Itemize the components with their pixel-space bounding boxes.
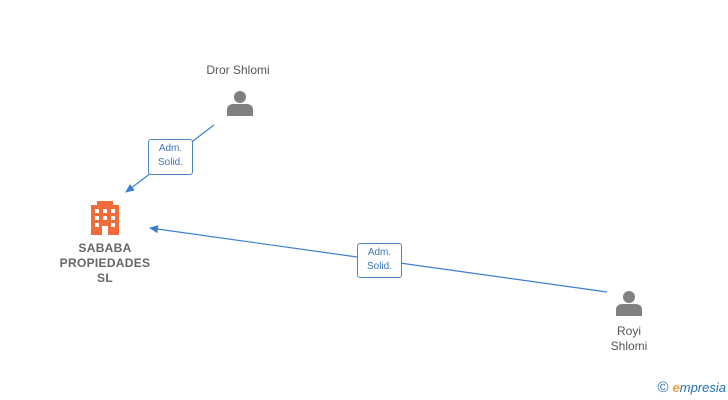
company-name[interactable]: SABABA PROPIEDADES SL [40, 241, 170, 286]
empresia-logo[interactable]: ©empresia [657, 379, 726, 396]
brand-first-letter: e [672, 380, 680, 395]
person-icon[interactable] [227, 91, 253, 116]
person-name-line: Shlomi [610, 339, 648, 353]
person-name-dror[interactable]: Dror Shlomi [206, 63, 270, 77]
company-name-line: SL [97, 271, 113, 285]
person-icon[interactable] [616, 291, 642, 316]
company-name-line: PROPIEDADES [59, 256, 151, 270]
edge-label-line: Solid. [366, 261, 392, 272]
copyright-icon: © [657, 379, 669, 396]
building-icon[interactable] [91, 201, 119, 235]
brand-name: mpresia [679, 380, 726, 395]
edge-label-dror[interactable]: Adm. Solid. [148, 139, 193, 175]
company-name-line: SABABA [78, 241, 132, 255]
edge-label-royi[interactable]: Adm. Solid. [357, 243, 402, 278]
person-name-royi[interactable]: Royi Shlomi [589, 324, 669, 354]
edge-label-line: Adm. [367, 247, 392, 258]
person-name-line: Royi [616, 324, 641, 338]
edge-label-line: Adm. [158, 143, 183, 154]
edge-label-line: Solid. [157, 157, 183, 168]
